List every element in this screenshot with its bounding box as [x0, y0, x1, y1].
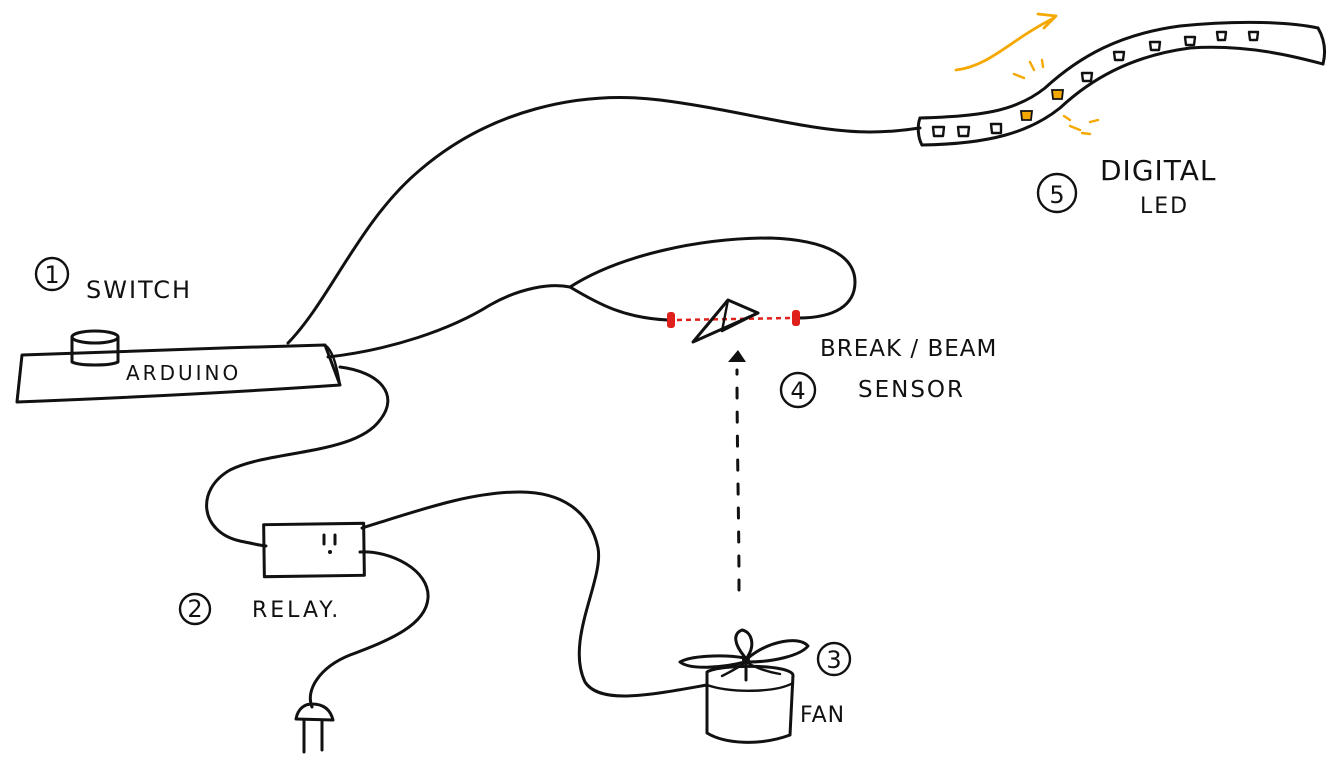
number-marker-4: 4 [781, 373, 815, 407]
relay-label: RELAY. [252, 598, 341, 623]
led-strip-icon [918, 22, 1324, 145]
led-label-line1: DIGITAL [1100, 154, 1216, 187]
fan-label: FAN [800, 703, 845, 728]
sensor-beam [677, 318, 790, 320]
number-marker-1: 1 [36, 258, 68, 290]
number-marker-3: 3 [818, 643, 850, 675]
airflow-arrow [728, 350, 746, 590]
wire-relay-to-fan [362, 492, 707, 696]
sensor-label-line1: BREAK / BEAM [820, 336, 997, 362]
svg-text:3: 3 [826, 646, 841, 674]
paper-plane-icon [693, 300, 758, 342]
power-plug-icon [296, 704, 333, 752]
sensor-label-line2: SENSOR [858, 377, 965, 403]
wire-sensor-loop [570, 238, 855, 318]
led-label-line2: LED [1140, 194, 1189, 219]
svg-text:4: 4 [790, 377, 805, 405]
led-motion-arrow [956, 14, 1056, 70]
sensor-emitter [667, 312, 675, 328]
number-marker-2: 2 [180, 594, 210, 624]
wire-arduino-to-relay [207, 367, 388, 546]
wire-arduino-to-sensor [328, 286, 668, 357]
svg-text:5: 5 [1049, 181, 1064, 209]
arduino-label: ARDUINO [126, 361, 241, 385]
relay-component [264, 523, 365, 576]
switch-label: SWITCH [86, 276, 192, 304]
sensor-receiver [792, 310, 800, 326]
svg-text:2: 2 [187, 595, 202, 623]
number-marker-5: 5 [1038, 174, 1076, 212]
svg-text:1: 1 [44, 261, 59, 289]
switch-component [72, 331, 118, 365]
